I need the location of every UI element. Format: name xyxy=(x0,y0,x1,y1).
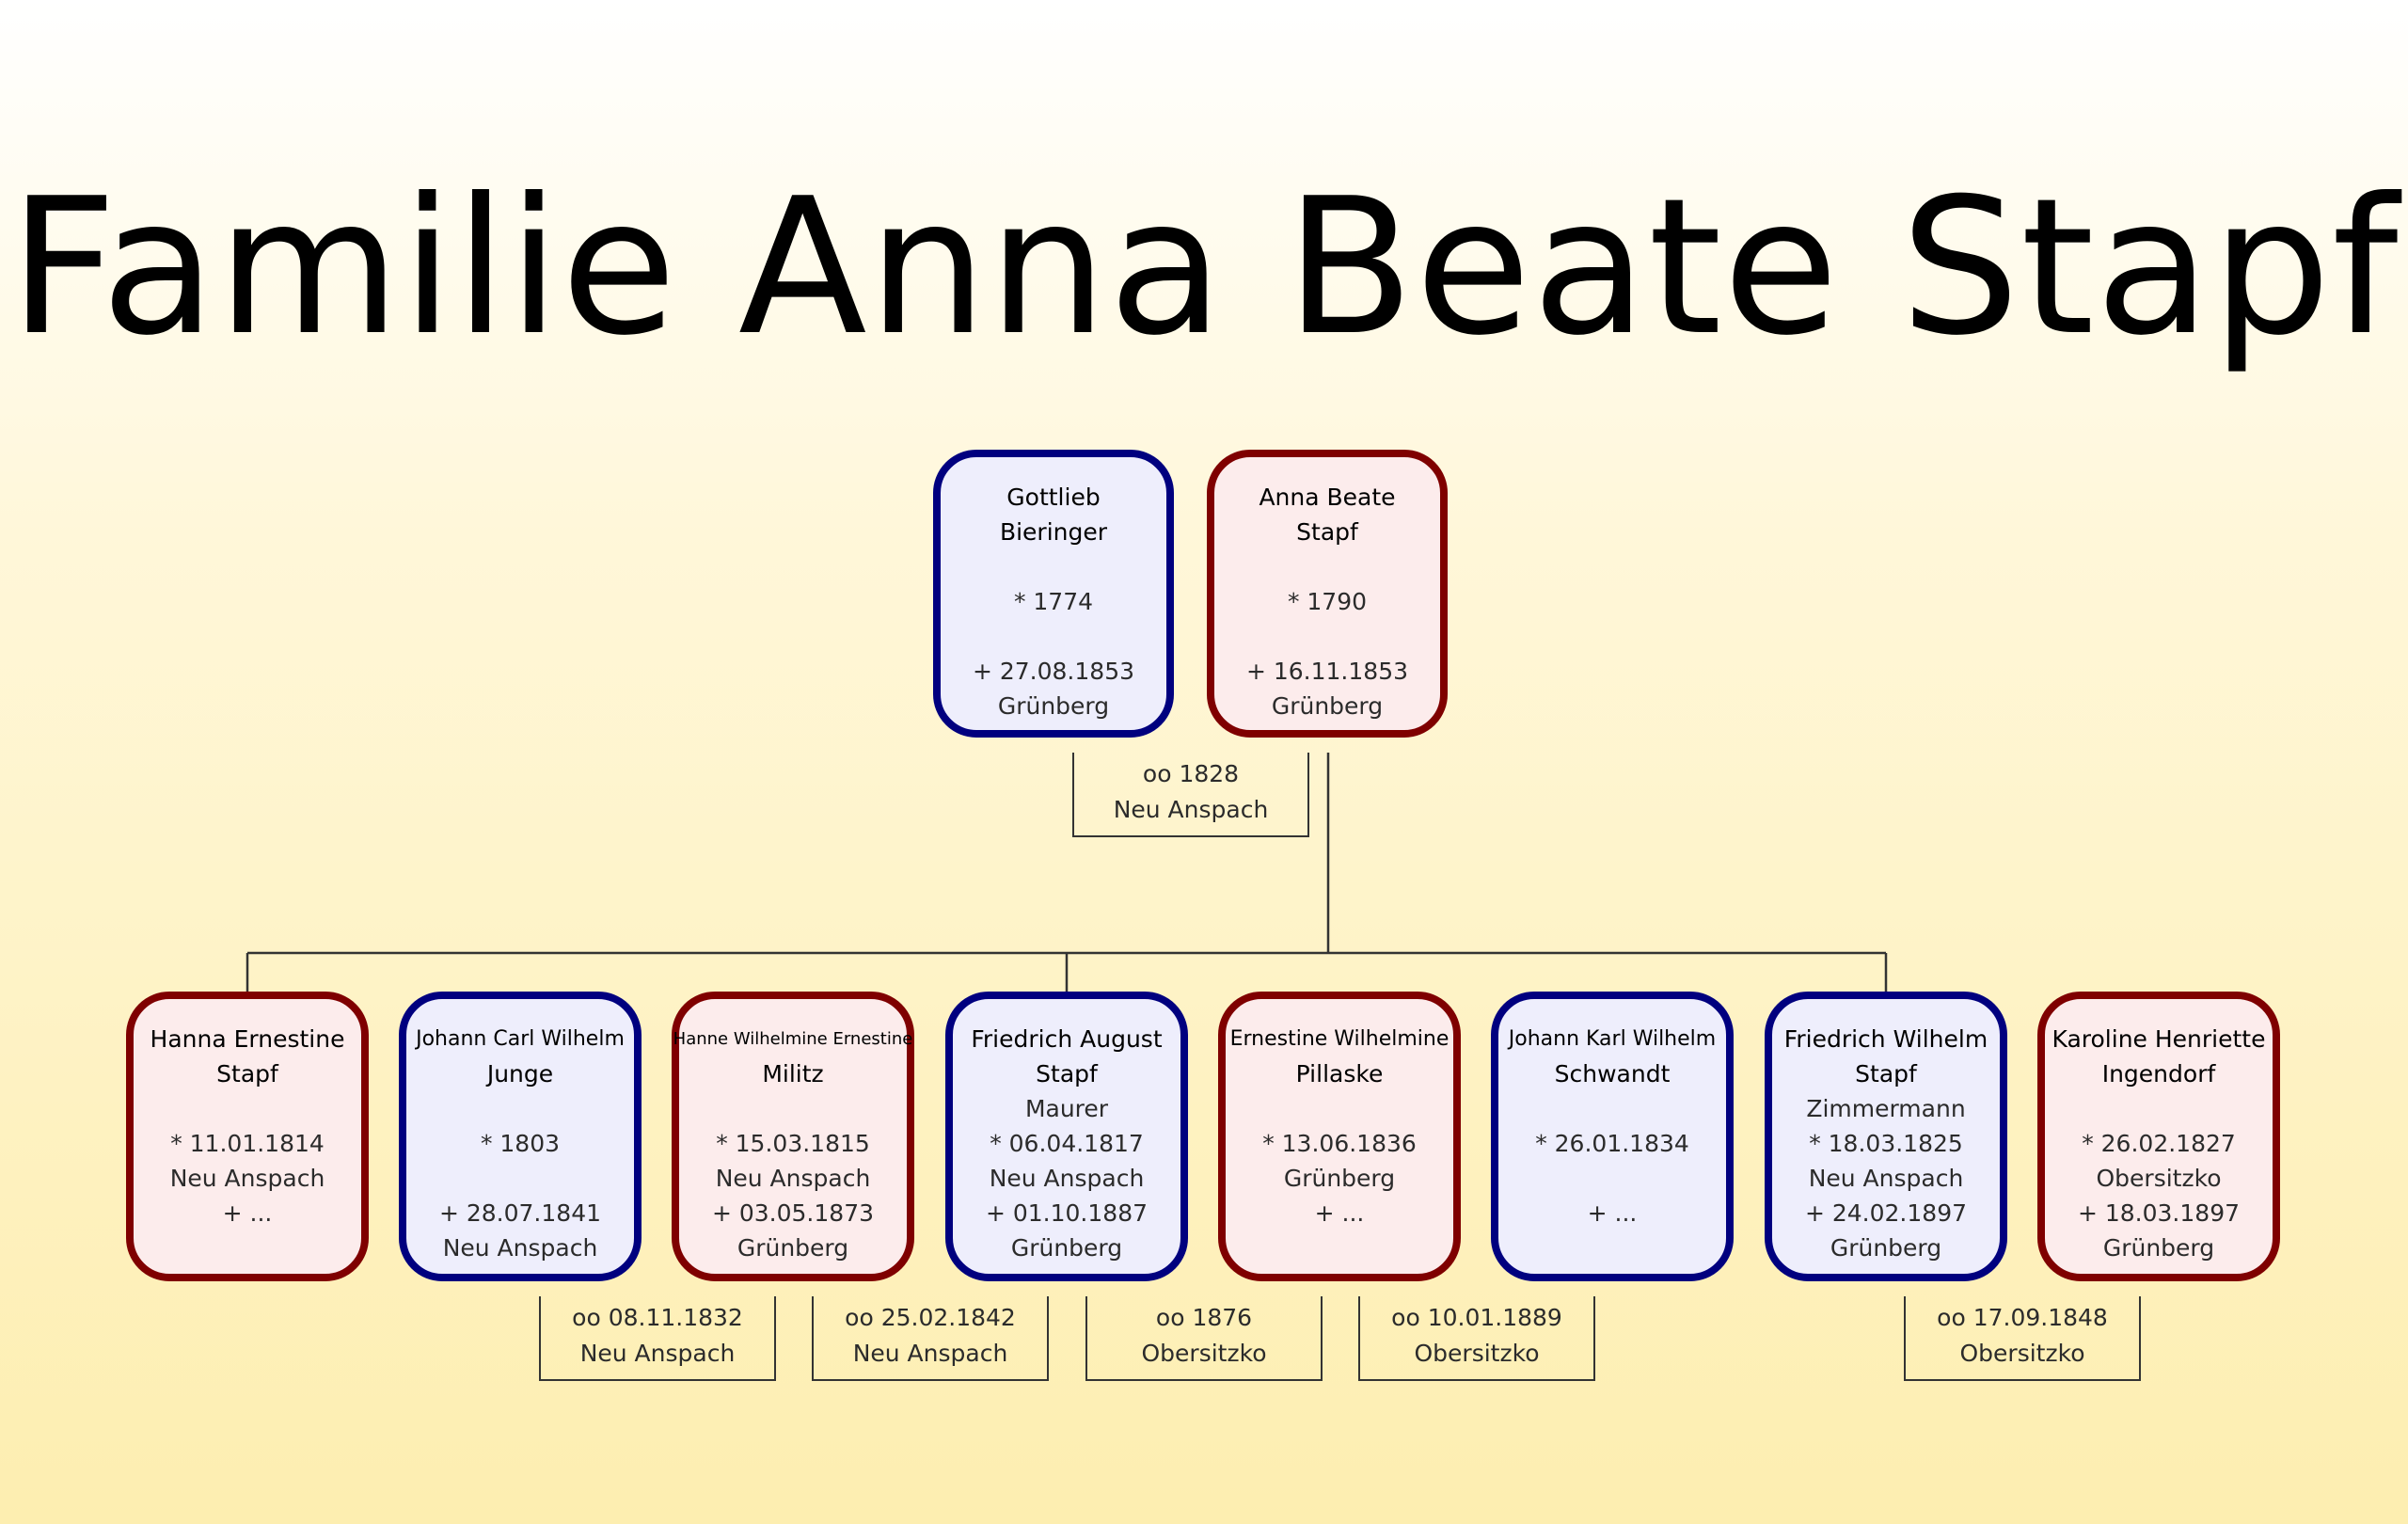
person-line: Stapf xyxy=(216,1060,278,1087)
page-title: Familie Anna Beate Stapf xyxy=(8,158,2400,377)
person-line: + ... xyxy=(1314,1199,1365,1227)
marriage-date: oo 25.02.1842 xyxy=(845,1304,1016,1331)
person-line: * 18.03.1825 xyxy=(1809,1130,1963,1157)
marriage-place: Obersitzko xyxy=(1414,1340,1540,1367)
person-line: * 26.02.1827 xyxy=(2082,1130,2236,1157)
marriage-place: Neu Anspach xyxy=(1113,796,1269,823)
marriage-box: oo 25.02.1842 Neu Anspach xyxy=(812,1296,1049,1381)
person-line: + ... xyxy=(222,1199,273,1227)
person-line: + 18.03.1897 xyxy=(2077,1199,2241,1227)
person-card-friedrich-august-stapf[interactable]: Friedrich August Stapf Maurer * 06.04.18… xyxy=(945,992,1188,1281)
person-card-johann-carl-wilhelm-junge[interactable]: Johann Carl Wilhelm Junge * 1803 + 28.07… xyxy=(399,992,642,1281)
marriage-date: oo 10.01.1889 xyxy=(1391,1304,1562,1331)
person-line: Friedrich August xyxy=(971,1025,1163,1053)
person-line: Junge xyxy=(486,1060,554,1087)
marriage-box: oo 08.11.1832 Neu Anspach xyxy=(539,1296,776,1381)
marriage-place: Obersitzko xyxy=(1959,1340,2085,1367)
marriage-box: oo 10.01.1889 Obersitzko xyxy=(1358,1296,1595,1381)
marriage-box-parents: oo 1828 Neu Anspach xyxy=(1072,753,1309,837)
marriage-date: oo 1828 xyxy=(1142,760,1240,787)
person-line: Neu Anspach xyxy=(169,1165,325,1192)
person-line: Maurer xyxy=(1024,1095,1109,1122)
person-line: Grünberg xyxy=(997,692,1110,720)
marriage-date: oo 17.09.1848 xyxy=(1937,1304,2108,1331)
marriage-date: oo 1876 xyxy=(1155,1304,1253,1331)
person-line: Hanna Ernestine xyxy=(150,1025,345,1053)
person-line: + 03.05.1873 xyxy=(711,1199,875,1227)
person-card-johann-karl-wilhelm-schwandt[interactable]: Johann Karl Wilhelm Schwandt * 26.01.183… xyxy=(1491,992,1734,1281)
person-line: * 15.03.1815 xyxy=(716,1130,870,1157)
person-line: + 28.07.1841 xyxy=(438,1199,602,1227)
person-card-hanna-ernestine-stapf[interactable]: Hanna Ernestine Stapf * 11.01.1814 Neu A… xyxy=(126,992,369,1281)
person-line: * 1803 xyxy=(480,1130,561,1157)
person-card-hanne-wilhelmine-ernestine-militz[interactable]: Hanne Wilhelmine Ernestine Militz * 15.0… xyxy=(672,992,914,1281)
person-line: Grünberg xyxy=(1271,692,1384,720)
person-line: Neu Anspach xyxy=(442,1234,598,1262)
person-line: Zimmermann xyxy=(1806,1095,1966,1122)
marriage-date: oo 08.11.1832 xyxy=(572,1304,743,1331)
person-line: Gottlieb xyxy=(1006,484,1101,511)
person-line: + 24.02.1897 xyxy=(1804,1199,1968,1227)
person-line: Johann Karl Wilhelm xyxy=(1508,1027,1717,1051)
person-line: * 13.06.1836 xyxy=(1262,1130,1417,1157)
person-line: Friedrich Wilhelm xyxy=(1783,1025,1988,1053)
person-line: + 27.08.1853 xyxy=(972,658,1135,685)
person-line: * 11.01.1814 xyxy=(170,1130,325,1157)
marriage-box: oo 1876 Obersitzko xyxy=(1085,1296,1323,1381)
person-line: Militz xyxy=(762,1060,824,1087)
marriage-place: Neu Anspach xyxy=(579,1340,736,1367)
person-line: Grünberg xyxy=(1830,1234,1942,1262)
person-line: * 26.01.1834 xyxy=(1535,1130,1689,1157)
person-line: * 1790 xyxy=(1287,588,1368,615)
marriage-box: oo 17.09.1848 Obersitzko xyxy=(1904,1296,2141,1381)
person-card-gottlieb-bieringer[interactable]: Gottlieb Bieringer * 1774 + 27.08.1853 G… xyxy=(933,450,1174,738)
person-line: Stapf xyxy=(1855,1060,1917,1087)
person-card-karoline-henriette-ingendorf[interactable]: Karoline Henriette Ingendorf * 26.02.182… xyxy=(2037,992,2280,1281)
person-line: Schwandt xyxy=(1554,1060,1671,1087)
person-line: Bieringer xyxy=(999,518,1108,546)
person-line: Neu Anspach xyxy=(715,1165,871,1192)
person-line: + ... xyxy=(1587,1199,1638,1227)
person-line: Grünberg xyxy=(1010,1234,1123,1262)
marriage-place: Obersitzko xyxy=(1141,1340,1267,1367)
person-line: Hanne Wilhelmine Ernestine xyxy=(673,1029,913,1049)
person-line: Johann Carl Wilhelm xyxy=(416,1027,625,1051)
person-line: Ingendorf xyxy=(2101,1060,2216,1087)
person-line: * 1774 xyxy=(1013,588,1094,615)
person-card-anna-beate-stapf[interactable]: Anna Beate Stapf * 1790 + 16.11.1853 Grü… xyxy=(1207,450,1448,738)
person-line: Obersitzko xyxy=(2096,1165,2222,1192)
person-line: Anna Beate xyxy=(1259,484,1396,511)
person-line: Neu Anspach xyxy=(989,1165,1145,1192)
person-line: + 01.10.1887 xyxy=(985,1199,1149,1227)
person-line: Neu Anspach xyxy=(1808,1165,1964,1192)
person-line: Grünberg xyxy=(737,1234,849,1262)
person-card-ernestine-wilhelmine-pillaske[interactable]: Ernestine Wilhelmine Pillaske * 13.06.18… xyxy=(1218,992,1461,1281)
marriage-place: Neu Anspach xyxy=(852,1340,1008,1367)
person-line: Karoline Henriette xyxy=(2052,1025,2266,1053)
person-line: Ernestine Wilhelmine xyxy=(1229,1027,1450,1051)
person-line: Stapf xyxy=(1036,1060,1098,1087)
person-line: Grünberg xyxy=(2102,1234,2215,1262)
person-card-friedrich-wilhelm-stapf[interactable]: Friedrich Wilhelm Stapf Zimmermann * 18.… xyxy=(1765,992,2007,1281)
person-line: * 06.04.1817 xyxy=(990,1130,1144,1157)
person-line: Pillaske xyxy=(1295,1060,1384,1087)
person-line: Stapf xyxy=(1296,518,1358,546)
person-line: + 16.11.1853 xyxy=(1245,658,1409,685)
person-line: Grünberg xyxy=(1283,1165,1396,1192)
